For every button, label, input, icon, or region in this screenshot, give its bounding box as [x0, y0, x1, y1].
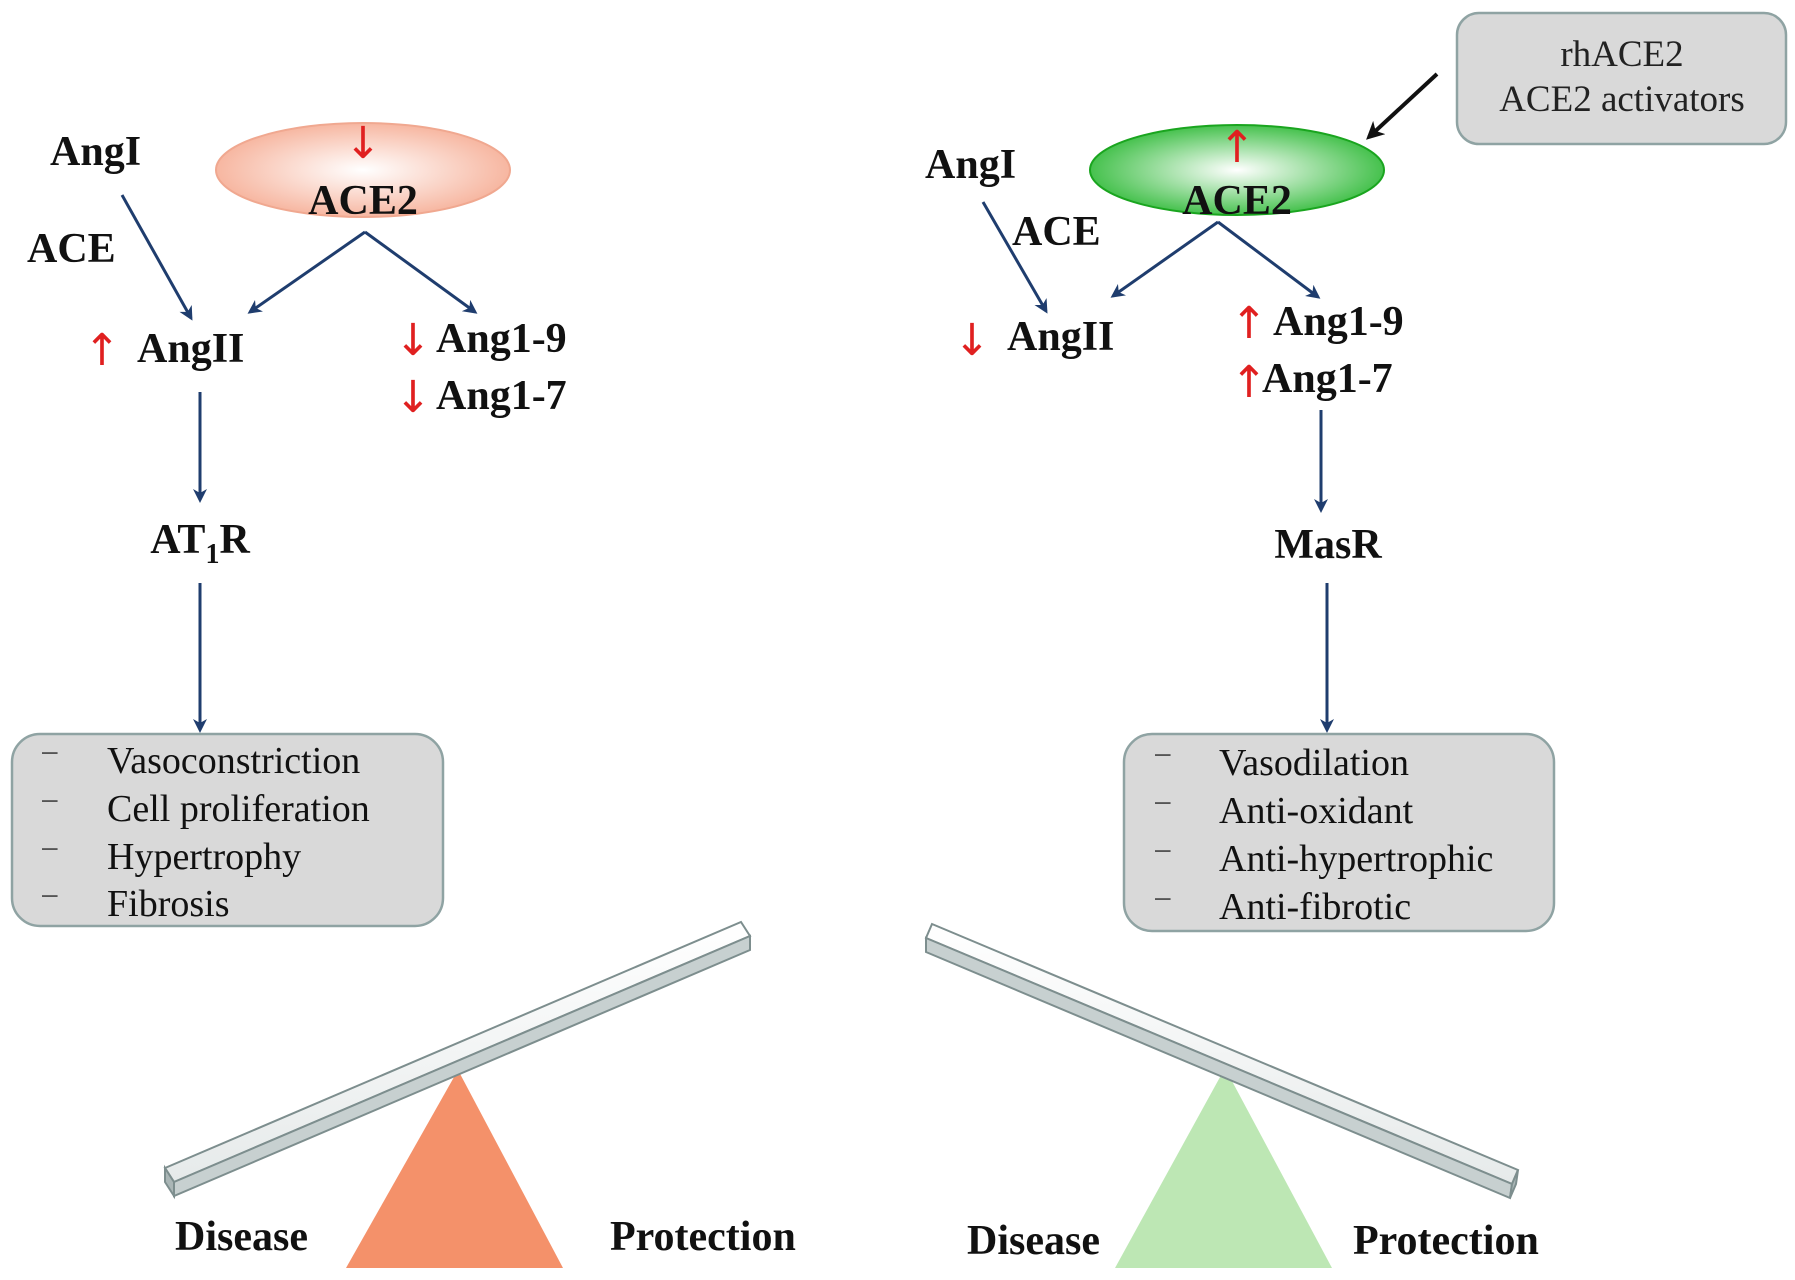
right-ace2-label: ACE2	[1182, 178, 1292, 224]
right-ace2-to-ang19-arrow	[1217, 220, 1321, 299]
left-receptor-end: R	[219, 517, 250, 563]
right-fulcrum	[1115, 1068, 1332, 1268]
left-receptor-label: AT1R	[150, 517, 250, 570]
left-effects-box	[10, 732, 445, 928]
left-effect-item: Vasoconstriction	[107, 740, 360, 782]
left-ang19-label: Ang1-9	[436, 316, 567, 362]
right-angii-label: AngII	[1007, 314, 1114, 360]
left-panel: ↓ ACE2 AngI ACE ↑ AngII ↓ Ang1-9 ↓ Ang1-…	[10, 118, 796, 1268]
right-effect-bullet: –	[1155, 833, 1171, 864]
left-ace2-to-angii-arrow	[247, 230, 366, 314]
left-angi-label: AngI	[50, 129, 141, 175]
right-ace-label: ACE	[1012, 209, 1101, 255]
right-effect-item: Vasodilation	[1219, 742, 1409, 784]
left-effect-item: Cell proliferation	[107, 788, 370, 830]
left-beam-end	[164, 1164, 175, 1200]
left-protection-label: Protection	[610, 1214, 796, 1260]
right-ace2-indicator: ↑	[1219, 122, 1256, 173]
left-effect-bullet: –	[42, 783, 58, 814]
right-effects-box	[1122, 732, 1556, 933]
right-effects-list: – Vasodilation – Anti-oxidant – Anti-hyp…	[1155, 737, 1493, 928]
right-effect-bullet: –	[1155, 737, 1171, 768]
left-fulcrum	[346, 1070, 563, 1268]
right-ace2-to-angii-arrow	[1110, 220, 1219, 298]
right-beam-end	[1509, 1169, 1519, 1199]
left-seesaw	[163, 920, 752, 1268]
left-effect-item: Hypertrophy	[107, 836, 301, 878]
right-ang19-label: Ang1-9	[1273, 299, 1404, 345]
right-angii-indicator: ↓	[954, 315, 991, 366]
right-effect-bullet: –	[1155, 881, 1171, 912]
left-effect-item: Fibrosis	[107, 883, 229, 925]
left-effect-bullet: –	[42, 735, 58, 766]
left-disease-label: Disease	[175, 1214, 308, 1260]
right-activator-box	[1455, 11, 1788, 146]
left-angii-label: AngII	[137, 326, 244, 372]
left-ace2-indicator: ↓	[345, 118, 382, 169]
right-ang19-indicator: ↑	[1231, 298, 1268, 349]
right-protection-label: Protection	[1353, 1218, 1539, 1264]
right-ace2-ellipse	[1089, 124, 1385, 216]
right-ang17-indicator: ↑	[1231, 357, 1268, 408]
left-ace-label: ACE	[27, 226, 116, 272]
left-ace2-label: ACE2	[308, 178, 418, 224]
right-ang17-label: Ang1-7	[1262, 356, 1393, 402]
right-angi-to-angii-arrow	[981, 201, 1048, 314]
right-seesaw	[924, 922, 1520, 1268]
right-activator-to-ace2-arrow	[1366, 72, 1439, 140]
left-angi-to-angii-arrow	[120, 194, 193, 321]
left-ace2-ellipse	[215, 122, 511, 218]
right-angi-label: AngI	[925, 142, 1016, 188]
left-receptor-sub: 1	[205, 539, 219, 570]
right-receptor-label: MasR	[1274, 522, 1382, 568]
left-receptor-main: AT	[150, 517, 205, 563]
right-disease-label: Disease	[967, 1218, 1100, 1264]
right-effect-item: Anti-fibrotic	[1219, 886, 1411, 928]
right-effect-item: Anti-oxidant	[1219, 790, 1414, 832]
left-ang17-label: Ang1-7	[436, 373, 567, 419]
left-ace2-to-ang19-arrow	[364, 230, 478, 314]
right-effect-item: Anti-hypertrophic	[1219, 838, 1493, 880]
right-effect-bullet: –	[1155, 785, 1171, 816]
left-effect-bullet: –	[42, 878, 58, 909]
left-effects-list: – Vasoconstriction – Cell proliferation …	[42, 735, 370, 925]
right-panel: rhACE2 ACE2 activators ↑ ACE2 AngI ACE ↓…	[924, 11, 1788, 1268]
left-ang19-indicator: ↓	[395, 315, 432, 366]
left-ang17-indicator: ↓	[395, 372, 432, 423]
right-activator-line-2: ACE2 activators	[1499, 79, 1745, 120]
right-activator-line-1: rhACE2	[1560, 34, 1683, 75]
left-effect-bullet: –	[42, 831, 58, 862]
left-angii-indicator: ↑	[84, 325, 121, 376]
